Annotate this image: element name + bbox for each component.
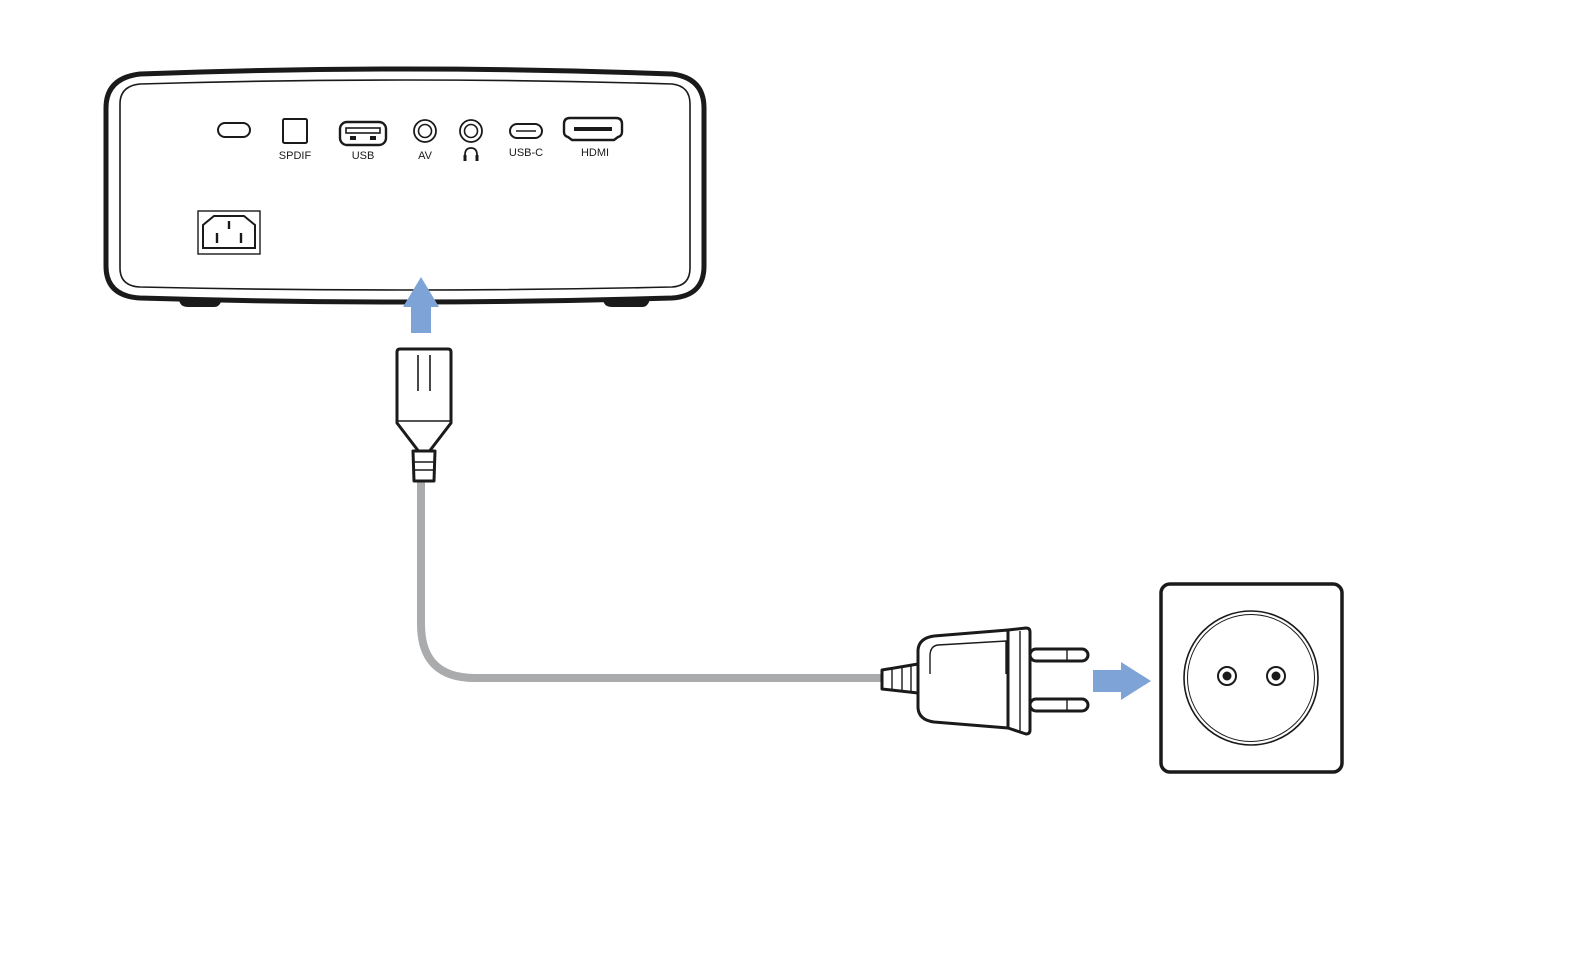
av-label: AV bbox=[418, 150, 433, 162]
projector-inner-panel bbox=[119, 79, 691, 291]
spdif-port-icon bbox=[282, 118, 308, 144]
power-cable bbox=[417, 476, 882, 682]
headphone-icon bbox=[463, 147, 479, 161]
usb-label: USB bbox=[352, 150, 375, 162]
spdif-label: SPDIF bbox=[279, 150, 312, 162]
hdmi-port-icon bbox=[562, 116, 624, 142]
insert-arrow-up bbox=[403, 277, 439, 333]
insert-arrow-right bbox=[1093, 662, 1151, 700]
usb-c-label: USB-C bbox=[509, 147, 543, 159]
usb-port-icon bbox=[338, 120, 388, 147]
av-port-icon bbox=[413, 119, 437, 143]
ac-power-inlet-icon bbox=[197, 210, 261, 255]
hdmi-label: HDMI bbox=[581, 147, 609, 159]
projector-body-outline bbox=[103, 66, 707, 305]
power-button-icon bbox=[217, 122, 251, 138]
usb-c-port-icon bbox=[509, 123, 543, 139]
wall-socket-icon bbox=[1159, 582, 1344, 774]
wall-plug-icon bbox=[880, 626, 1090, 736]
projector-rear-panel: SPDIF USB AV USB-C bbox=[103, 66, 707, 307]
headphone-port-icon bbox=[459, 119, 483, 143]
iec-c7-connector-icon bbox=[395, 347, 453, 483]
